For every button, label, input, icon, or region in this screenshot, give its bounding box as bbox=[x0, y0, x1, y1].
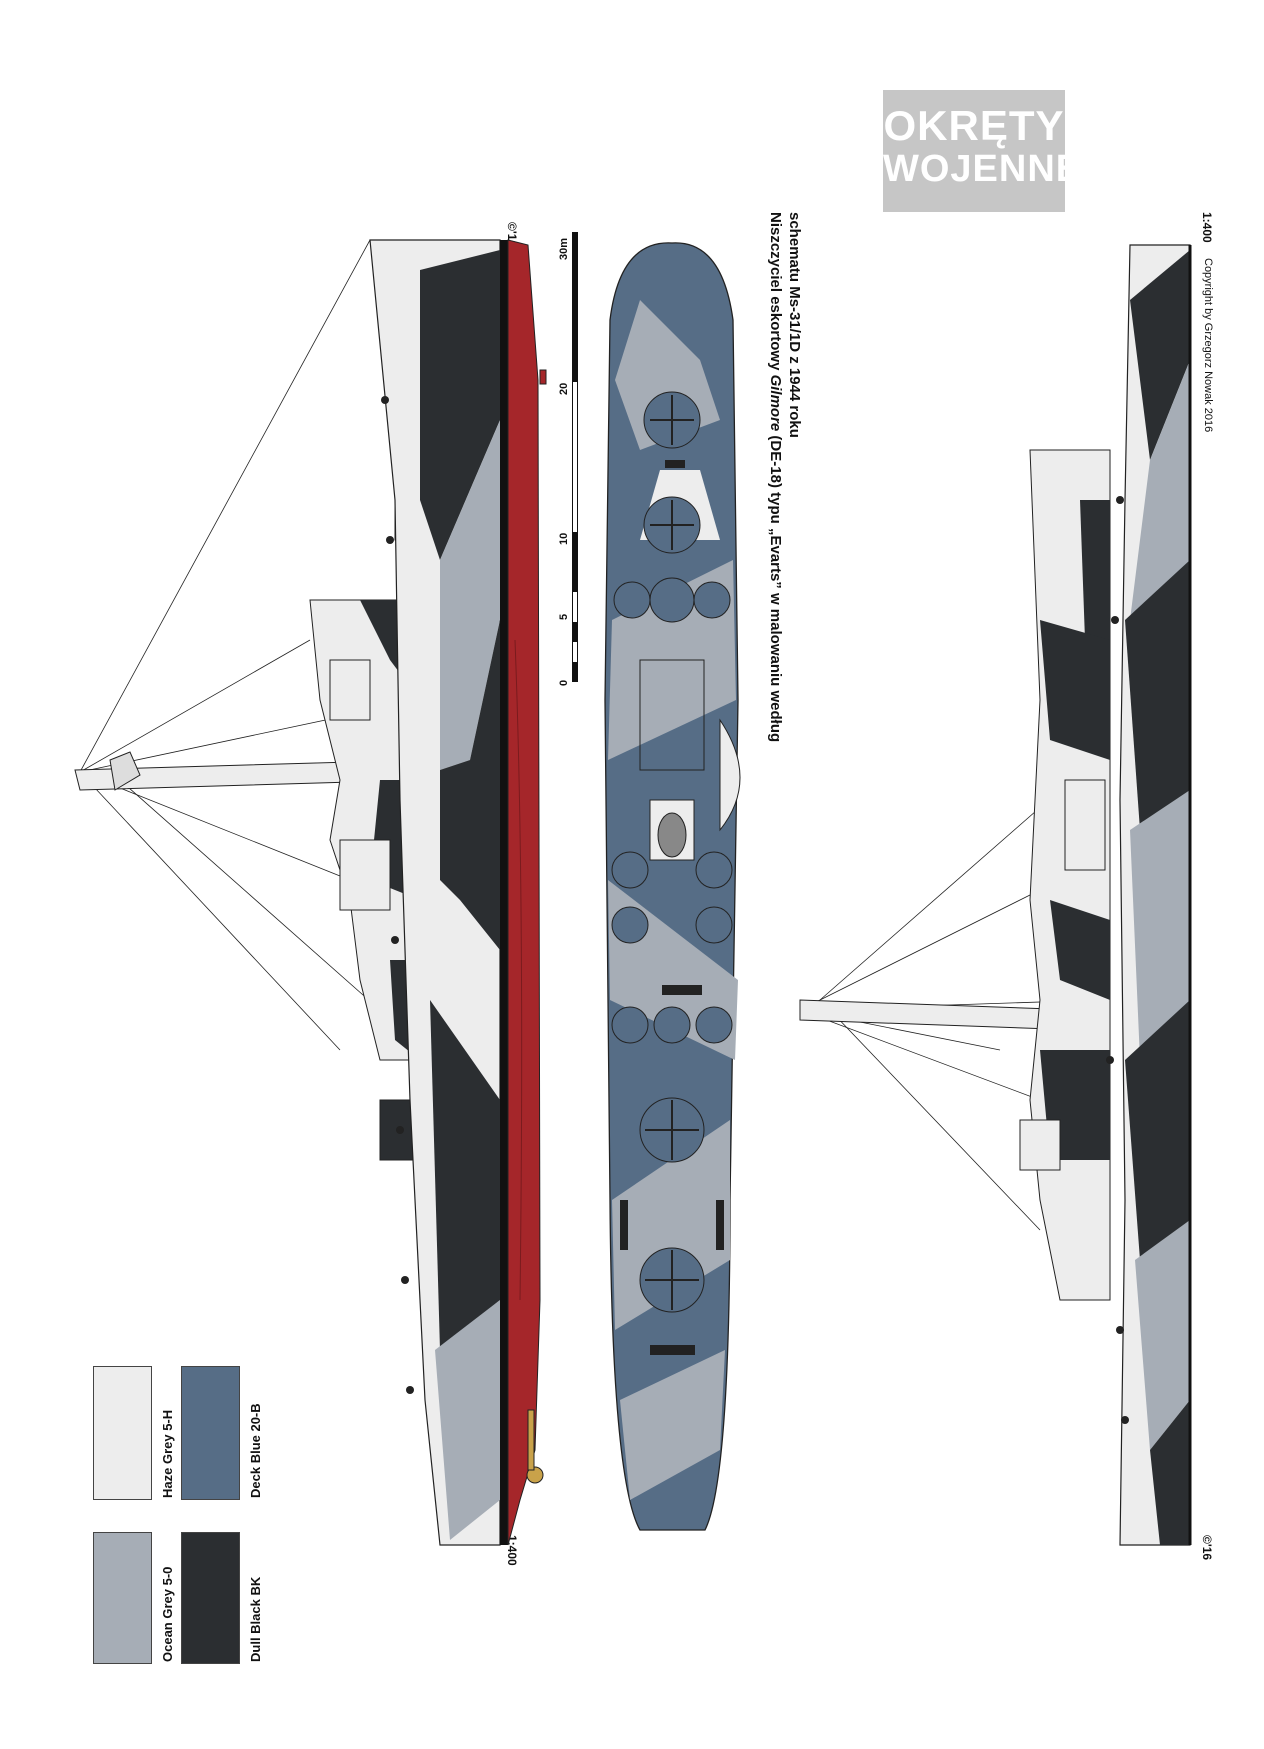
legend-swatch-dull-black bbox=[181, 1532, 240, 1664]
legend-swatch-haze-grey bbox=[93, 1366, 152, 1500]
legend-label-dull-black: Dull Black BK bbox=[248, 1576, 263, 1662]
legend-swatch-ocean-grey bbox=[93, 1532, 152, 1664]
logo-line-2: WOJENNE bbox=[883, 148, 1083, 190]
legend-label-ocean-grey: Ocean Grey 5-0 bbox=[160, 1566, 175, 1662]
legend-label-haze-grey: Haze Grey 5-H bbox=[160, 1409, 175, 1498]
port-profile bbox=[74, 239, 547, 1546]
logo-line-1: OKRĘTY bbox=[883, 102, 1065, 149]
legend-swatch-deck-blue bbox=[181, 1366, 240, 1500]
logo: OKRĘTY WOJENNE bbox=[883, 90, 1083, 212]
legend-label-deck-blue: Deck Blue 20-B bbox=[248, 1403, 263, 1498]
starboard-profile bbox=[799, 244, 1192, 1546]
deck-plan bbox=[604, 242, 741, 1531]
scale-bar bbox=[572, 232, 578, 682]
